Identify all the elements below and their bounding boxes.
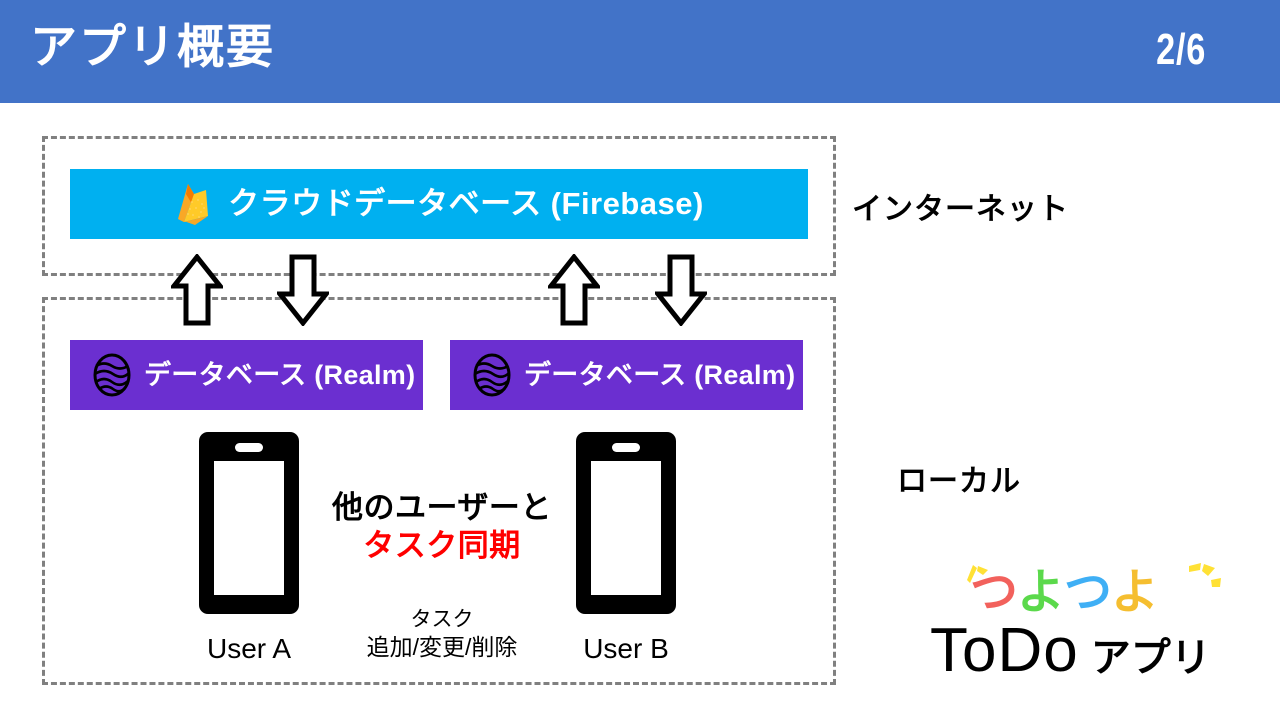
- internet-zone-label: インターネット: [852, 193, 1069, 226]
- task-operations-line2: 追加/変更/削除: [366, 634, 518, 660]
- cloud-database-box: クラウドデータベース (Firebase): [70, 169, 808, 239]
- firebase-flame-icon: [178, 184, 209, 225]
- slide-header: アプリ概要 2/6: [0, 0, 1280, 103]
- user-label-b: User B: [583, 633, 669, 664]
- sync-message: 他のユーザーと タスク同期: [322, 489, 562, 565]
- sync-message-line2: タスク同期: [363, 528, 521, 563]
- local-database-label-a: データベース (Realm): [144, 359, 416, 390]
- smartphone-icon: [576, 432, 676, 614]
- local-database-box-a: データベース (Realm): [70, 340, 423, 410]
- user-label-a: User A: [206, 633, 292, 664]
- arrow-down-icon: [277, 254, 329, 326]
- logo-todo-text: ToDo: [930, 616, 1079, 685]
- local-database-box-b: データベース (Realm): [450, 340, 803, 410]
- sync-message-line1: 他のユーザーと: [332, 490, 552, 525]
- logo-kana-text: つよつよ: [970, 562, 1220, 624]
- logo-kana-4: よ: [1111, 566, 1159, 619]
- page-indicator: 2/6: [1155, 25, 1206, 74]
- internet-zone-boundary: [42, 136, 836, 276]
- logo-kana-1: つ: [970, 566, 1018, 619]
- task-operations-line1: タスク: [410, 608, 474, 631]
- logo-kana-2: よ: [1017, 566, 1065, 619]
- task-operations: タスク 追加/変更/削除: [330, 607, 554, 661]
- local-zone-boundary: [42, 297, 836, 685]
- arrow-down-icon: [655, 254, 707, 326]
- arrow-up-icon: [171, 254, 223, 326]
- realm-globe-icon: [473, 353, 511, 397]
- page-title: アプリ概要: [30, 20, 275, 73]
- sparkle-icon: [967, 565, 988, 583]
- smartphone-icon: [199, 432, 299, 614]
- sparkle-icon: [1189, 563, 1221, 587]
- realm-globe-icon: [93, 353, 131, 397]
- arrow-up-icon: [548, 254, 600, 326]
- local-zone-label: ローカル: [897, 465, 1021, 498]
- logo-kana-3: つ: [1064, 566, 1112, 619]
- local-database-label-b: データベース (Realm): [524, 359, 796, 390]
- cloud-database-label: クラウドデータベース (Firebase): [228, 186, 704, 221]
- logo-suffix-text: アプリ: [1090, 636, 1211, 680]
